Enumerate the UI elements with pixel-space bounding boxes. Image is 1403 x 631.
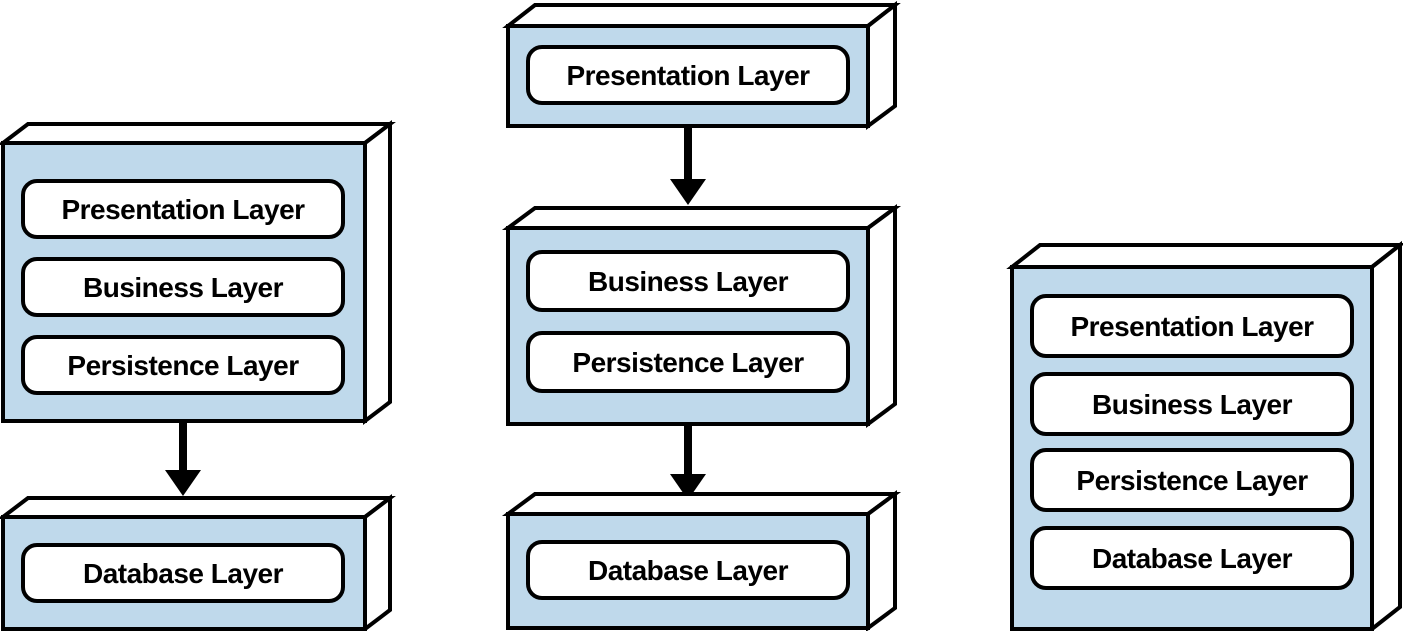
box-side-face: [866, 0, 897, 130]
layer-pill-bg: [526, 540, 850, 600]
layer-pill-label: Database Layer: [588, 555, 789, 586]
layer-pill: Persistence Layer: [1030, 448, 1354, 512]
layer-pill-bg: [1030, 526, 1354, 590]
layer-pill: Persistence Layer: [526, 331, 850, 393]
box-side-face: [1370, 240, 1402, 631]
flow-arrow: [165, 421, 201, 496]
layer-pill-label: Presentation Layer: [566, 60, 810, 91]
flow-arrow: [670, 424, 706, 500]
flow-arrow: [670, 126, 706, 205]
layer-pill-label: Persistence Layer: [67, 350, 299, 381]
layer-pill-label: Persistence Layer: [572, 347, 804, 378]
variant-1: Presentation Layer Business Layer Persis…: [0, 119, 396, 631]
arrowhead-down-icon: [165, 470, 201, 496]
layer-pill-bg: [1030, 448, 1354, 512]
box-side-face: [866, 490, 897, 631]
box-top-face: [501, 492, 902, 516]
layer-pill-label: Presentation Layer: [61, 194, 305, 225]
layer-pill-bg: [21, 543, 345, 603]
layer-pill: Business Layer: [21, 257, 345, 317]
layer-pill-label: Business Layer: [83, 272, 284, 303]
layer-pill: Persistence Layer: [21, 335, 345, 395]
box-top-face: [501, 206, 902, 230]
layer-pill-label: Business Layer: [588, 266, 789, 297]
business-persistence-box-3d: Business Layer Persistence Layer: [501, 204, 902, 428]
layer-pill-bg: [1030, 294, 1354, 358]
monolith-box-3d: Presentation Layer Business Layer Persis…: [1006, 240, 1403, 631]
box-side-face: [363, 493, 392, 631]
layer-pill-bg: [21, 335, 345, 395]
box-top-face: [0, 496, 396, 519]
layer-pill: Presentation Layer: [526, 45, 850, 105]
layer-pill-bg: [21, 179, 345, 239]
layer-pill-label: Persistence Layer: [1076, 465, 1308, 496]
layer-pill-label: Presentation Layer: [1070, 311, 1314, 342]
layer-pill: Presentation Layer: [1030, 294, 1354, 358]
layer-pill: Business Layer: [526, 250, 850, 312]
layer-pill: Database Layer: [1030, 526, 1354, 590]
layer-pill-bg: [1030, 372, 1354, 436]
database-box-3d: Database Layer: [0, 493, 396, 631]
layer-pill: Presentation Layer: [21, 179, 345, 239]
box-top-face: [0, 122, 396, 145]
layer-pill-label: Database Layer: [83, 558, 284, 589]
layer-pill: Database Layer: [21, 543, 345, 603]
layer-pill-label: Database Layer: [1092, 543, 1293, 574]
layer-pill-bg: [526, 250, 850, 312]
layer-pill-bg: [526, 331, 850, 393]
box-side-face: [866, 204, 897, 428]
layer-pill-label: Business Layer: [1092, 389, 1293, 420]
arrowhead-down-icon: [670, 474, 706, 500]
layer-pill: Database Layer: [526, 540, 850, 600]
variant-3: Presentation Layer Business Layer Persis…: [1006, 240, 1403, 631]
layer-pill-bg: [21, 257, 345, 317]
box-side-face: [363, 119, 392, 426]
presentation-box-3d: Presentation Layer: [502, 0, 901, 130]
box-top-face: [1006, 243, 1403, 269]
layer-pill: Business Layer: [1030, 372, 1354, 436]
variant-2: Presentation Layer Business Layer Persis…: [501, 0, 902, 631]
tier-box-3d: Presentation Layer Business Layer Persis…: [0, 119, 396, 426]
arrowhead-down-icon: [670, 179, 706, 205]
box-top-face: [502, 3, 901, 28]
layer-pill-bg: [526, 45, 850, 105]
database-box-3d: Database Layer: [501, 490, 902, 631]
